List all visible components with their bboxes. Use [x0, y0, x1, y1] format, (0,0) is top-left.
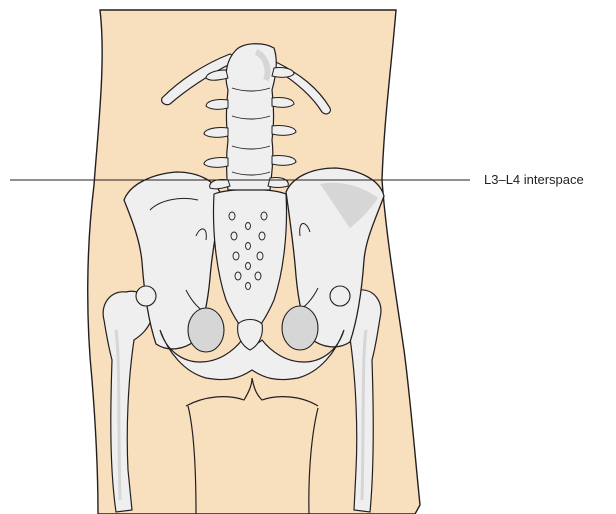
interspace-label: L3–L4 interspace [484, 172, 584, 188]
left-femoral-head [136, 286, 156, 306]
right-obturator-foramen [282, 306, 318, 350]
left-obturator-foramen [188, 308, 224, 352]
right-femoral-head [330, 286, 350, 306]
